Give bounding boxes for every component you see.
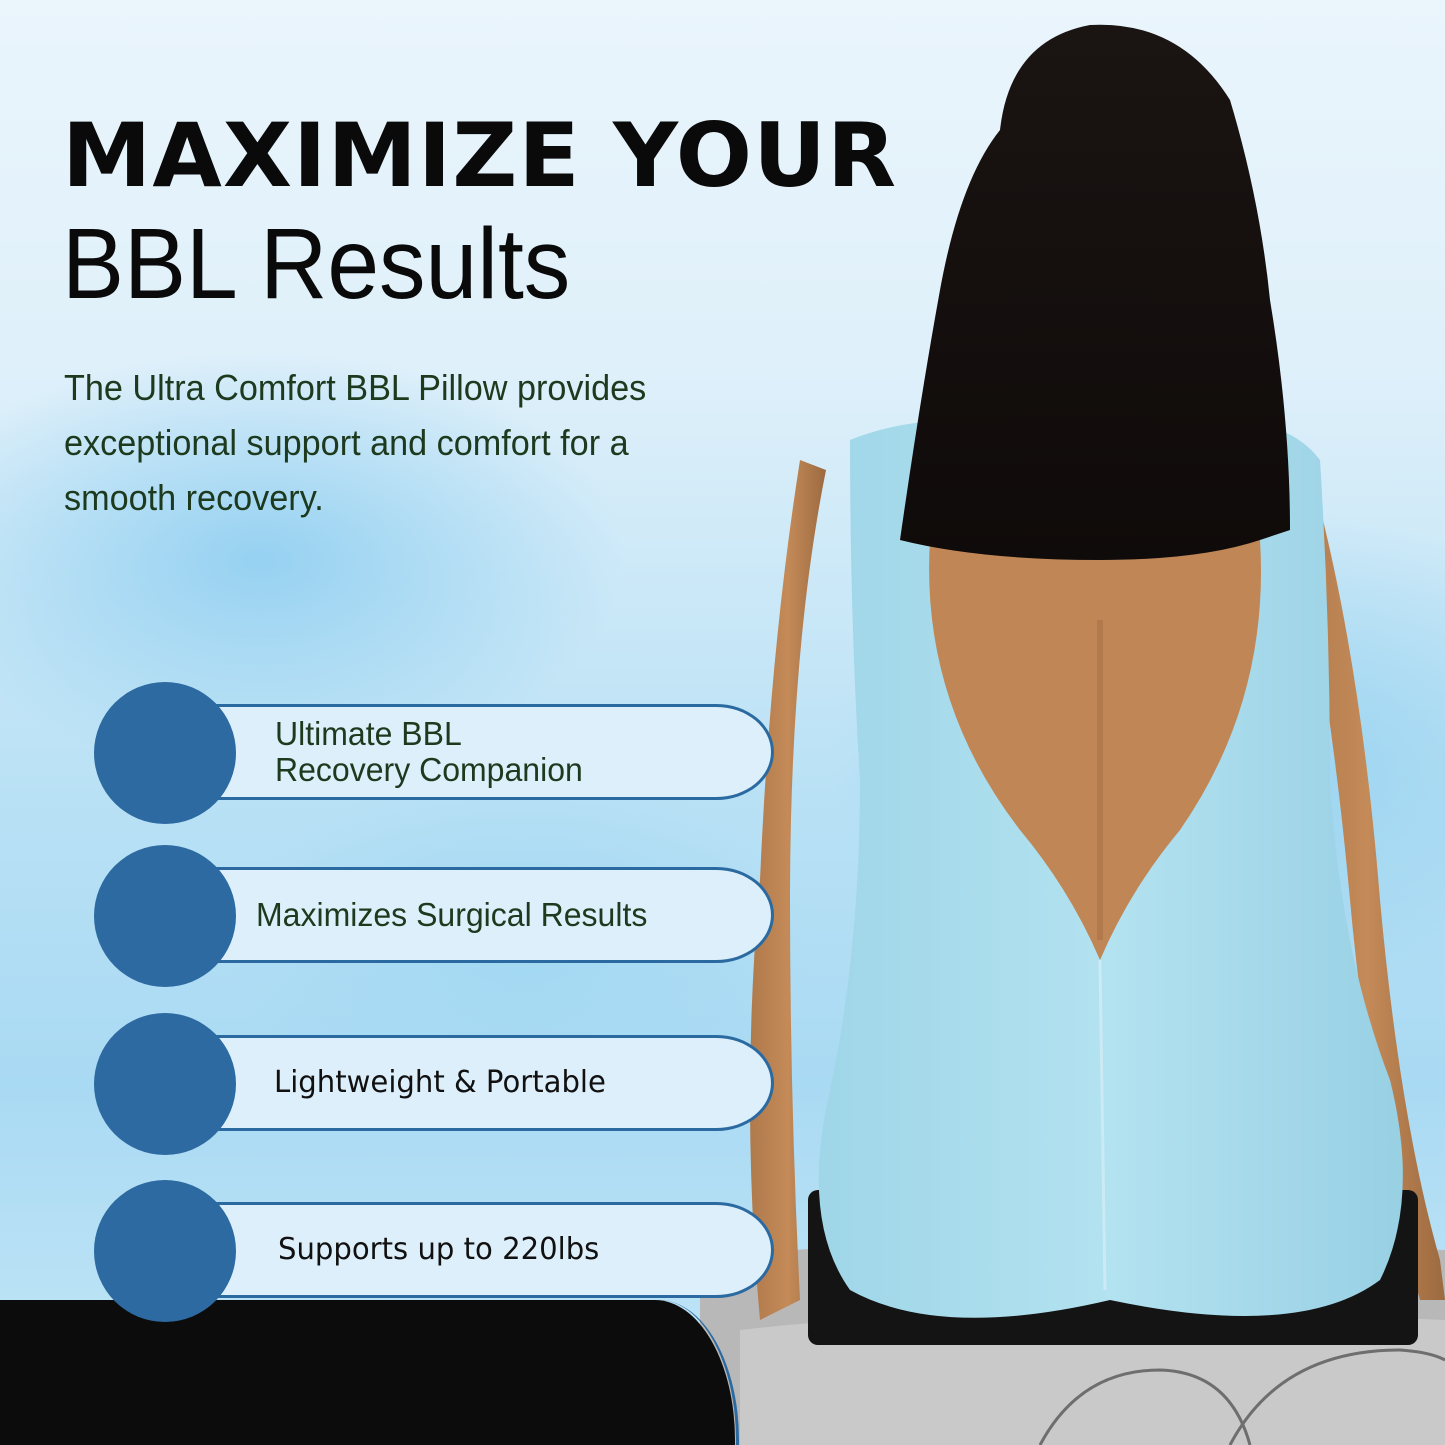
feature-pill [184,1035,774,1131]
feature-bullet-circle-icon [94,845,236,987]
headline-line-2: BBL Results [62,208,571,320]
feature-label: Lightweight & Portable [274,1065,606,1100]
subtitle-text: The Ultra Comfort BBL Pillow provides ex… [64,367,647,518]
feature-pill [184,1202,774,1298]
feature-label-line-2: Recovery Companion [275,751,583,788]
headline-line-1: MAXIMIZE YOUR [62,104,898,207]
feature-pill [184,704,774,800]
feature-bullet-circle-icon [94,682,236,824]
feature-bullet-circle-icon [94,1013,236,1155]
feature-recovery-companion: Ultimate BBL Recovery Companion [94,682,774,826]
feature-bullet-circle-icon [94,1180,236,1322]
feature-weight-capacity: Supports up to 220lbs [94,1180,774,1324]
feature-pill [184,867,774,963]
feature-label: Maximizes Surgical Results [256,896,648,933]
feature-label: Supports up to 220lbs [278,1232,600,1267]
feature-label-line-1: Ultimate BBL [275,715,462,752]
feature-surgical-results: Maximizes Surgical Results [94,845,774,989]
bottom-black-band [0,1300,739,1445]
feature-lightweight-portable: Lightweight & Portable [94,1013,774,1157]
feature-label: Ultimate BBL Recovery Companion [275,704,583,800]
